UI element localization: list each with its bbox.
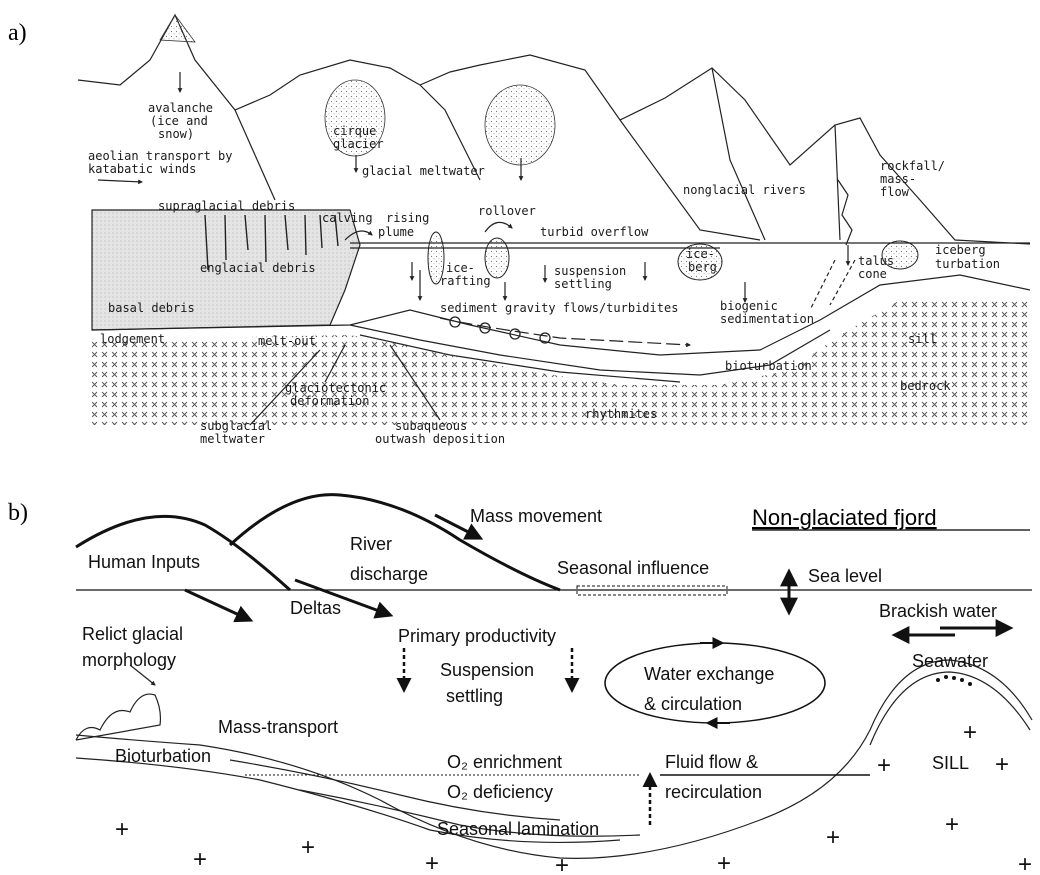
plus-mark: + [193,846,207,873]
label-rockfall-3: flow [880,185,910,199]
label-sediment-gravity: sediment gravity flows/turbidites [440,301,678,315]
label-deltas: Deltas [290,598,341,618]
label-iceberg-turb-1: iceberg [935,243,986,257]
label-turbid-overflow: turbid overflow [540,225,649,239]
label-suspension-2: settling [446,686,503,706]
human-inputs-arrow [185,590,250,620]
bedrock-plus-signs: + + + + + + + + + + + + [115,719,1032,875]
label-rising-2: plume [378,225,414,239]
label-talus-2: cone [858,267,887,281]
label-englacial: englacial debris [200,261,316,275]
label-ice-rafting-2: rafting [440,274,491,288]
label-iceberg-turb-2: turbation [935,257,1000,271]
label-brackish: Brackish water [879,601,997,621]
plus-mark: + [877,752,891,779]
plus-mark: + [995,751,1009,778]
panel-a-tag: a) [8,20,27,46]
label-lodgement: lodgement [100,332,165,346]
label-water-exchange-1: Water exchange [644,664,774,684]
label-seawater: Seawater [912,651,988,671]
plus-mark: + [945,811,959,838]
label-glacial-meltwater: glacial meltwater [362,164,485,178]
label-rollover: rollover [478,204,536,218]
panel-b-tag: b) [8,500,28,526]
label-aeolian-2: katabatic winds [88,162,196,176]
label-river-2: discharge [350,564,428,584]
label-fluid-1: Fluid flow & [665,752,758,772]
label-subglacial-2: meltwater [200,432,265,446]
label-melt-out: melt-out [258,334,316,348]
label-bioturbation: Bioturbation [115,746,211,766]
plus-mark: + [555,852,569,875]
label-sill: sill [908,332,937,346]
cirque-glacier-2 [485,85,555,165]
label-subglacial-1: subglacial [200,419,272,433]
label-talus-1: talus [858,254,894,268]
label-aeolian-1: aeolian transport by [88,149,233,163]
label-relict-2: morphology [82,650,176,670]
label-cirque-1: cirque [333,124,376,138]
label-mass-movement: Mass movement [470,506,602,526]
label-river-1: River [350,534,392,554]
label-avalanche: avalanche [148,101,213,115]
plus-mark: + [963,719,977,746]
label-glaciotectonic-2: deformation [290,394,369,408]
rollover-arrow [485,222,512,232]
label-cirque-2: glacier [333,137,384,151]
label-rhythmites: rhythmites [585,407,657,421]
plus-mark: + [301,834,315,861]
label-suspension-1: Suspension [440,660,534,680]
turbidite-flow [440,318,690,345]
plus-mark: + [826,824,840,851]
label-glaciotectonic-1: glaciotectonic [285,381,386,395]
label-seasonal-lamination: Seasonal lamination [437,819,599,839]
label-relict-1: Relict glacial [82,624,183,644]
label-rockfall-1: rockfall/ [880,159,945,173]
label-biogenic-1: biogenic [720,299,778,313]
label-o2-deficiency: O₂ deficiency [447,782,553,802]
rollover-block [485,238,509,278]
label-biogenic-2: sedimentation [720,312,814,326]
label-fluid-2: recirculation [665,782,762,802]
label-mass-transport: Mass-transport [218,717,338,737]
label-rising-1: rising [386,211,429,225]
label-sill: SILL [932,753,969,773]
label-basal: basal debris [108,301,195,315]
label-seasonal-influence: Seasonal influence [557,558,709,578]
snow-peak [160,15,195,42]
label-o2-enrichment: O₂ enrichment [447,752,562,772]
plus-mark: + [115,816,129,843]
plus-mark: + [1018,851,1032,875]
label-calving: calving [322,211,373,225]
label-ice-snow-2: snow) [158,127,194,141]
label-iceberg-1: ice- [686,247,715,261]
label-bedrock: bedrock [900,379,951,393]
label-water-exchange-2: & circulation [644,694,742,714]
label-supraglacial: supraglacial debris [158,199,295,213]
label-suspension-2: settling [554,277,612,291]
panel-b-title: Non-glaciated fjord [752,505,937,530]
label-nonglacial-rivers: nonglacial rivers [683,183,806,197]
label-ice-snow-1: (ice and [150,114,208,128]
sill-sediment-dots [936,675,972,686]
label-bioturbation: bioturbation [725,359,812,373]
label-primary-productivity: Primary productivity [398,626,556,646]
plus-mark: + [425,850,439,875]
label-rockfall-2: mass- [880,172,916,186]
talus-slope [810,260,835,310]
label-iceberg-2: berg [688,260,717,274]
label-human-inputs: Human Inputs [88,552,200,572]
relict-morphology [76,694,160,740]
talus-slope-2 [830,260,855,305]
sill-inner [870,672,1030,745]
aeolian-arrow [98,180,142,182]
label-ice-rafting-1: ice- [446,261,475,275]
ridge-line [235,110,275,200]
label-sea-level: Sea level [808,566,882,586]
label-subaqueous-2: outwash deposition [375,432,505,446]
plus-mark: + [717,850,731,875]
label-subaqueous-1: subaqueous [395,419,467,433]
label-suspension-1: suspension [554,264,626,278]
